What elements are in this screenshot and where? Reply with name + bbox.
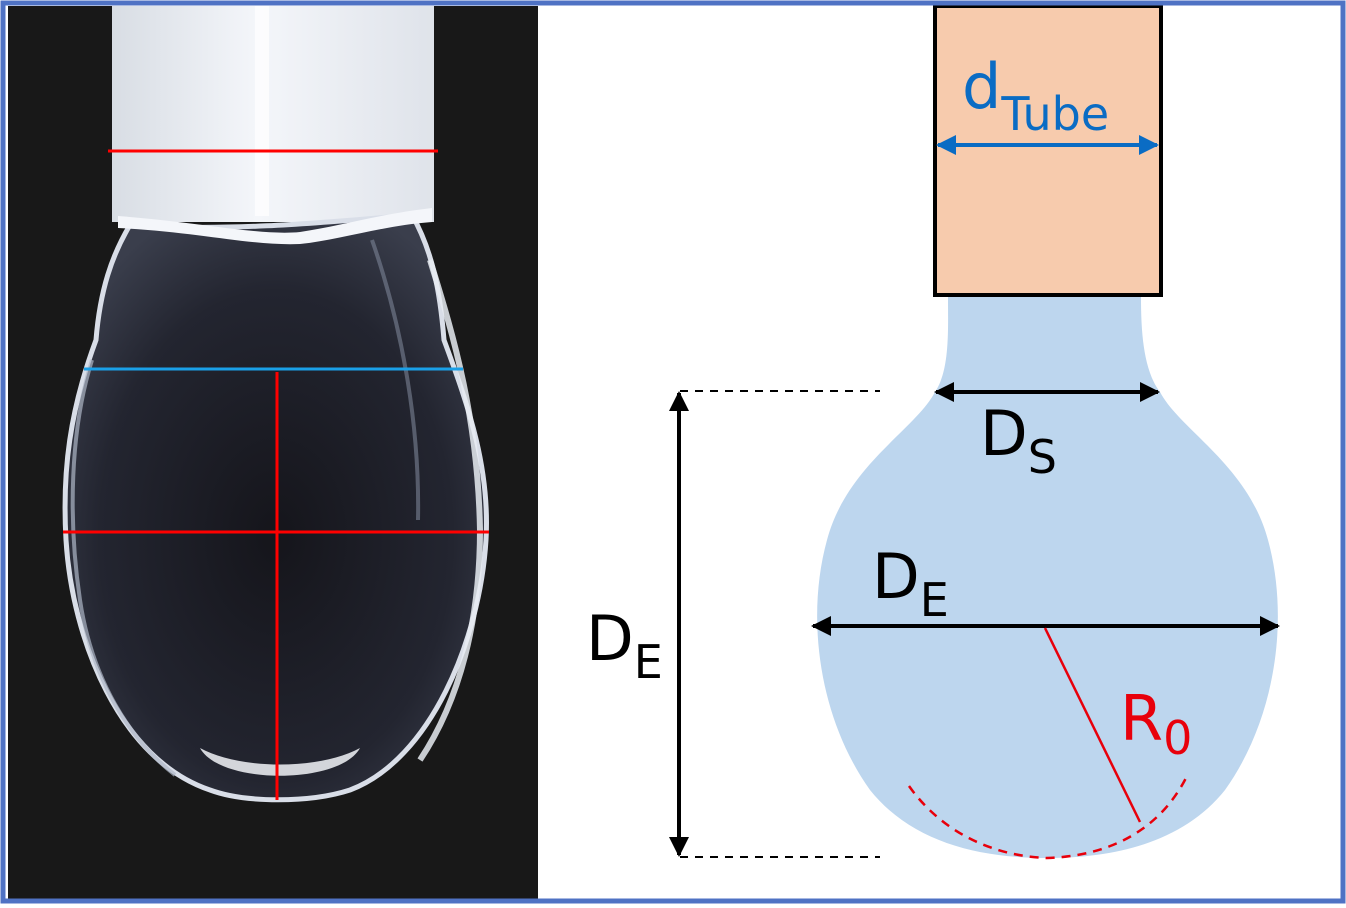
photo-drop-bottom-glint (200, 748, 360, 776)
drop-schematic: dTube DS DE DE R0 (586, 4, 1280, 860)
drop-photo (8, 6, 538, 900)
vertical-distance-label: DE (586, 602, 663, 689)
apex-radius-line (1043, 627, 1142, 823)
photo-capillary-tube (112, 6, 434, 222)
stem-diameter-sub: S (1028, 430, 1057, 484)
stem-diameter-main: D (980, 397, 1028, 470)
equatorial-diameter-main: D (872, 540, 920, 613)
equatorial-diameter-label: DE (872, 540, 949, 627)
photo-tube-tip-edge (118, 208, 432, 245)
tube-diameter-main: d (962, 50, 1001, 123)
apex-radius-sub: 0 (1163, 711, 1192, 765)
photo-drop-reflection-left (70, 359, 177, 777)
schematic-drop (817, 297, 1278, 858)
equatorial-diameter-sub: E (920, 573, 949, 627)
tube-diameter-label: dTube (962, 50, 1109, 141)
photo-drop-reflection-right (417, 259, 484, 762)
photo-drop-reflection-inner (370, 239, 421, 521)
vertical-distance-sub: E (634, 635, 663, 689)
apex-curvature-arc (907, 775, 1189, 860)
vertical-distance-main: D (586, 602, 634, 675)
stem-diameter-label: DS (980, 397, 1057, 484)
tube-diameter-sub: Tube (1000, 87, 1109, 141)
apex-radius-main: R (1120, 682, 1163, 755)
photo-tube-highlight (255, 6, 269, 216)
apex-radius-label: R0 (1120, 682, 1192, 765)
